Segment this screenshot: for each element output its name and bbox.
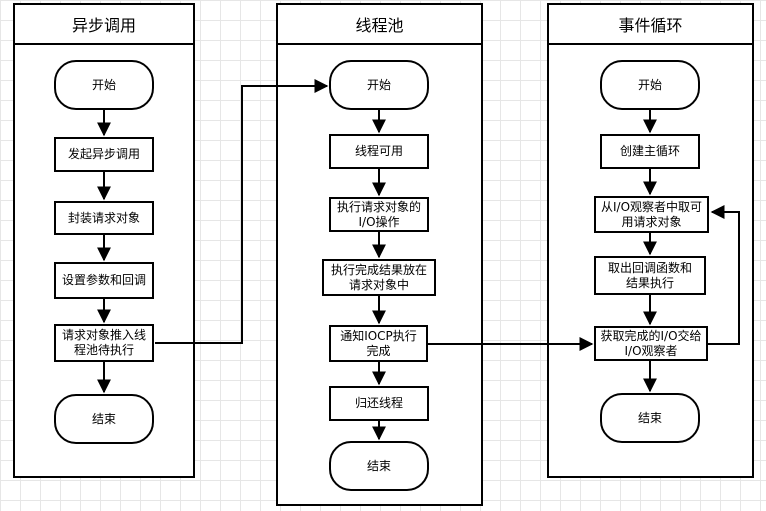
process-node: 取出回调函数和结果执行 — [594, 256, 706, 295]
process-node: 获取完成的I/O交给I/O观察者 — [594, 326, 708, 361]
start-node: 开始 — [329, 60, 429, 110]
end-node: 结束 — [54, 394, 154, 444]
process-node: 创建主循环 — [600, 134, 700, 169]
process-node: 执行完成结果放在请求对象中 — [322, 259, 436, 296]
process-node: 线程可用 — [329, 134, 429, 169]
process-node: 设置参数和回调 — [54, 262, 154, 299]
end-node: 结束 — [329, 441, 429, 491]
lane-title: 线程池 — [278, 5, 481, 45]
start-node: 开始 — [54, 60, 154, 110]
process-node: 请求对象推入线程池待执行 — [54, 324, 154, 362]
arrow — [708, 205, 740, 345]
arrow — [155, 79, 329, 344]
process-node: 归还线程 — [329, 386, 429, 421]
process-node: 执行请求对象的I/O操作 — [329, 197, 429, 232]
start-node: 开始 — [600, 60, 700, 110]
process-node: 从I/O观察者中取可用请求对象 — [594, 196, 709, 233]
lane-title: 异步调用 — [15, 5, 193, 45]
lane-title: 事件循环 — [549, 5, 752, 45]
process-node: 封装请求对象 — [54, 201, 154, 235]
end-node: 结束 — [600, 393, 700, 443]
process-node: 通知IOCP执行完成 — [329, 325, 428, 362]
process-node: 发起异步调用 — [54, 137, 154, 172]
